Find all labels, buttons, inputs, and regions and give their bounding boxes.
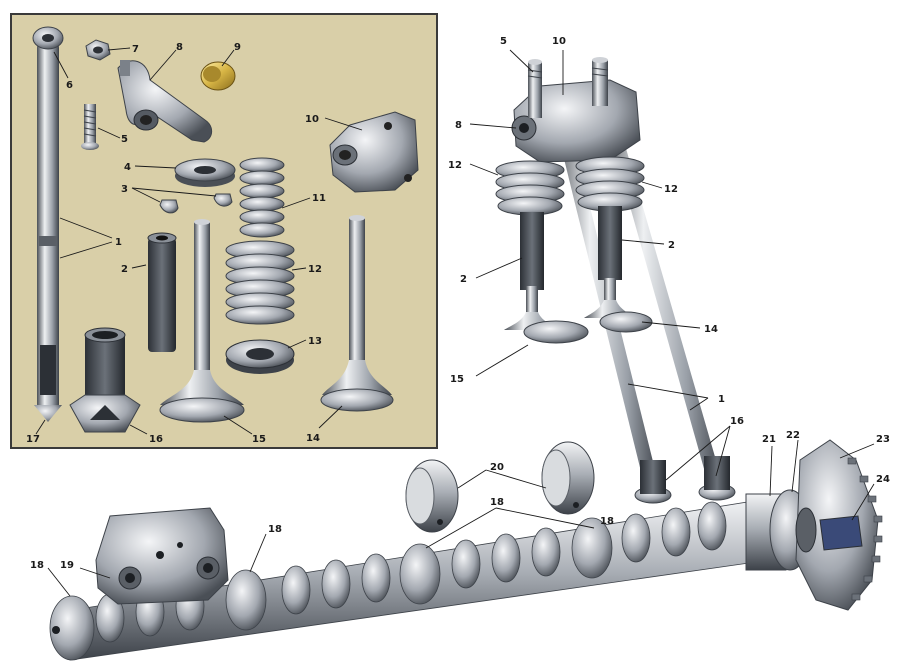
main-label-19: 19 — [60, 560, 74, 571]
inset-rocker-arm — [117, 60, 213, 143]
inset-label-5: 5 — [121, 134, 128, 145]
inset-label-4: 4 — [124, 162, 131, 173]
inset-label-9: 9 — [234, 42, 241, 53]
main-rocker-assembly — [511, 57, 641, 163]
main-label-21: 21 — [762, 434, 776, 445]
inset-valve-keepers — [159, 193, 233, 214]
inset-label-14: 14 — [306, 433, 320, 444]
inset-panel: 1 2 3 4 5 6 7 8 9 10 11 12 13 14 15 16 1… — [10, 13, 438, 449]
inset-label-1: 1 — [115, 237, 122, 248]
main-label-20: 20 — [490, 462, 504, 473]
main-label-22: 22 — [786, 430, 800, 441]
inset-spring-seat-washer — [225, 339, 295, 374]
inset-label-12: 12 — [308, 264, 322, 275]
main-camshaft — [49, 499, 771, 661]
inset-label-11: 11 — [312, 193, 326, 204]
inset-label-8: 8 — [176, 42, 183, 53]
inset-label-6: 6 — [66, 80, 73, 91]
inset-inner-spring — [239, 157, 285, 238]
main-label-12-left: 12 — [448, 160, 462, 171]
inset-pushrod — [32, 26, 64, 422]
main-label-10: 10 — [552, 36, 566, 47]
inset-adjusting-nut — [85, 39, 111, 61]
inset-label-7: 7 — [132, 44, 139, 55]
main-label-14: 14 — [704, 324, 718, 335]
main-label-23: 23 — [876, 434, 890, 445]
main-label-18-right-top: 18 — [490, 497, 504, 508]
main-label-2-left: 2 — [460, 274, 467, 285]
inset-label-10: 10 — [305, 114, 319, 125]
inset-leader-lines — [35, 47, 363, 435]
main-label-5: 5 — [500, 36, 507, 47]
main-label-18-center: 18 — [268, 524, 282, 535]
main-camshaft-bushings — [405, 441, 595, 533]
main-leader-lines — [47, 49, 875, 597]
inset-adjusting-screw — [81, 104, 99, 150]
inset-spring-retainer — [174, 158, 236, 187]
main-label-2-right: 2 — [668, 240, 675, 251]
main-label-18-left: 18 — [30, 560, 44, 571]
main-label-8: 8 — [455, 120, 462, 131]
inset-label-15: 15 — [252, 434, 266, 445]
main-thrust-flange — [95, 507, 229, 605]
inset-label-2: 2 — [121, 264, 128, 275]
inset-rocker-stand — [329, 111, 419, 193]
inset-valve-guide — [147, 232, 177, 352]
main-label-15: 15 — [450, 374, 464, 385]
inset-label-17: 17 — [26, 434, 40, 445]
main-callouts: 1 2 2 5 8 10 12 12 14 15 16 18 18 18 18 … — [30, 36, 890, 571]
inset-exhaust-valve — [159, 219, 245, 423]
main-timing-gear — [745, 439, 883, 611]
inset-label-13: 13 — [308, 336, 322, 347]
main-label-18-right: 18 — [600, 516, 614, 527]
main-valves — [504, 206, 653, 344]
main-assembly: 1 2 2 5 8 10 12 12 14 15 16 18 18 18 18 … — [30, 36, 890, 661]
main-label-16: 16 — [730, 416, 744, 427]
inset-intake-valve — [320, 215, 394, 412]
inset-callouts: 1 2 3 4 5 6 7 8 9 10 11 12 13 14 15 16 1… — [26, 42, 326, 445]
main-label-12-right: 12 — [664, 184, 678, 195]
main-label-24: 24 — [876, 474, 890, 485]
inset-label-3: 3 — [121, 184, 128, 195]
main-valve-springs — [495, 156, 645, 216]
inset-rocker-bushing — [200, 61, 236, 91]
inset-tappet — [69, 327, 141, 433]
main-label-1: 1 — [718, 394, 725, 405]
inset-outer-spring — [225, 240, 295, 325]
inset-label-16: 16 — [149, 434, 163, 445]
